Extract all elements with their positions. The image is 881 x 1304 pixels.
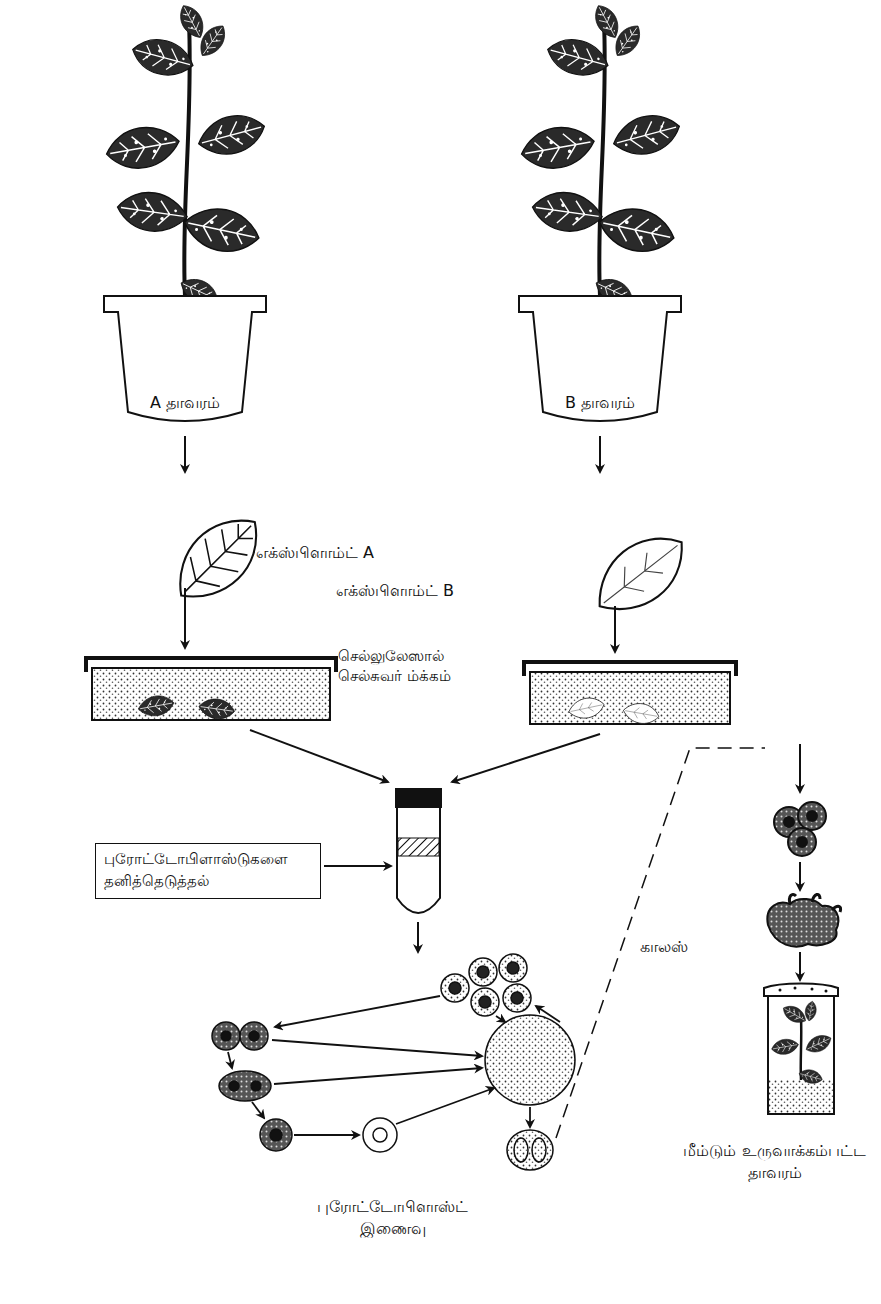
- plant-a: [103, 1, 269, 310]
- protoplast-cells: [212, 954, 575, 1170]
- plant-b: [518, 1, 684, 310]
- text: B தாவரம்: [565, 393, 635, 414]
- explant-label: எக்ஸ்பிளாம்ட் A: [256, 542, 431, 564]
- text: A தாவரம்: [150, 393, 220, 414]
- text: எக்ஸ்பிளாம்ட் A: [256, 543, 374, 562]
- explant-label: எக்ஸ்பிளாம்ட் B: [336, 580, 516, 602]
- cell-clump: [774, 802, 826, 856]
- culture-jar: [764, 984, 838, 1115]
- explant-b: [582, 520, 699, 629]
- petri-dish-a: [86, 658, 336, 721]
- step-label: செல்லுலேஸால் செல்சுவர் ம்க்கம்: [338, 646, 503, 687]
- callus: [767, 894, 840, 946]
- text: செல்லுலேஸால் செல்சுவர் ம்க்கம்: [338, 647, 451, 685]
- plant-label: மீம்டும் உருவாக்கம்பட்ட தாவரம்: [672, 1140, 877, 1183]
- callus-label: காலஸ்: [640, 936, 740, 958]
- text: காலஸ்: [640, 937, 688, 956]
- text: மீம்டும் உருவாக்கம்பட்ட தாவரம்: [683, 1141, 865, 1182]
- text: புரோட்டோபிளாஸ்டுகளை தனித்தெடுத்தல்: [104, 849, 312, 893]
- petri-dish-b: [524, 662, 736, 726]
- plant-pot: B தாவரம்: [515, 290, 685, 430]
- test-tube: [395, 788, 442, 913]
- text: புரோட்டோபிளாஸ்ட் இணைவு: [317, 1197, 468, 1238]
- text: எக்ஸ்பிளாம்ட் B: [336, 581, 454, 600]
- process-box: புரோட்டோபிளாஸ்டுகளை தனித்தெடுத்தல்: [95, 843, 321, 899]
- stage-label: புரோட்டோபிளாஸ்ட் இணைவு: [285, 1196, 500, 1239]
- plant-pot: A தாவரம்: [100, 290, 270, 430]
